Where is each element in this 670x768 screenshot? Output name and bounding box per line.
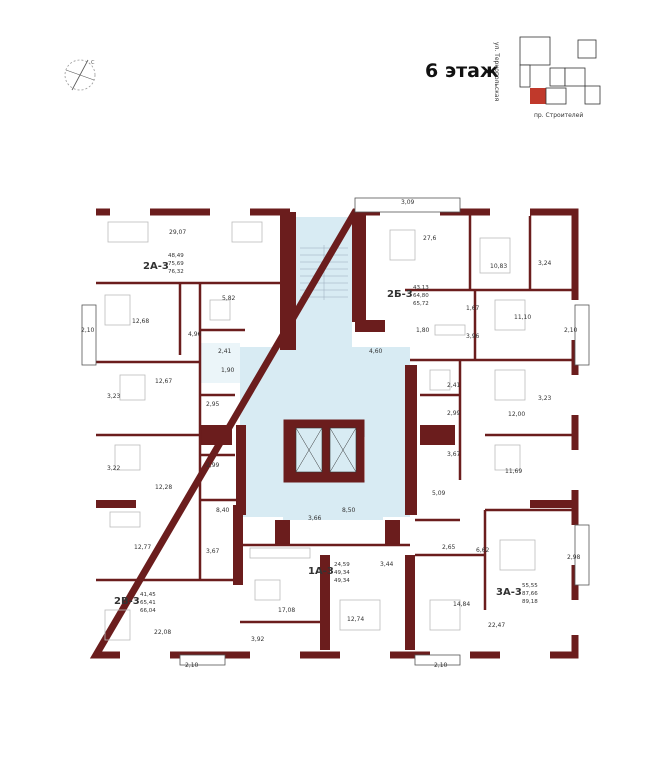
- room-area: 3,92: [251, 636, 265, 643]
- room-area: 1,90: [221, 367, 235, 374]
- room-area: 22,08: [154, 629, 171, 636]
- apartment-area: 55,55: [522, 583, 538, 589]
- apartment-area: 24,59: [334, 562, 350, 568]
- room-area: 22,47: [488, 622, 505, 629]
- room-area: 5,82: [222, 295, 236, 302]
- room-area: 8,40: [216, 507, 230, 514]
- room-area: 2,99: [447, 410, 461, 417]
- apartment-code: 2А-3: [143, 261, 169, 272]
- apartment-area: 64,80: [413, 293, 429, 299]
- room-area: 17,08: [278, 607, 295, 614]
- room-area: 2,10: [434, 662, 448, 669]
- room-area: 1,67: [466, 305, 480, 312]
- room-area: 5,09: [432, 490, 446, 497]
- apartment-area: 49,34: [334, 578, 350, 584]
- street-label-horizontal: пр. Строителей: [534, 112, 584, 119]
- apartment-area: 75,69: [168, 261, 184, 267]
- room-area: 2,10: [564, 327, 578, 334]
- key-plan-highlight: [530, 88, 546, 104]
- apartment-area: 41,45: [140, 592, 156, 598]
- room-area: 6,62: [476, 547, 490, 554]
- room-area: 12,74: [347, 616, 364, 623]
- room-area: 2,41: [218, 348, 232, 355]
- room-area: 8,50: [342, 507, 356, 514]
- room-area: 3,23: [538, 395, 552, 402]
- floor-title: 6 этаж: [425, 60, 499, 82]
- apartment-code: 2В-3: [114, 596, 140, 607]
- apartment-area: 49,34: [334, 570, 350, 576]
- room-area: 4,96: [188, 331, 202, 338]
- apartment-label: 1А-3 24,59 49,34 49,34: [308, 562, 350, 584]
- room-area: 27,6: [423, 235, 437, 242]
- compass-icon: С: [64, 59, 96, 91]
- apartment-label: 2А-3 48,49 75,69 76,32: [143, 253, 184, 275]
- room-area: 3,67: [447, 451, 461, 458]
- room-area: 10,83: [490, 263, 507, 270]
- room-areas: 29,07 3,09 27,6 10,83 3,24 5,82 12,68 4,…: [81, 199, 581, 669]
- elevators: [283, 419, 365, 483]
- apartment-code: 1А-3: [308, 566, 334, 577]
- room-area: 3,09: [401, 199, 415, 206]
- room-area: 3,66: [308, 515, 322, 522]
- apartment-area: 48,49: [168, 253, 184, 259]
- room-area: 2,65: [442, 544, 456, 551]
- partition-walls: [96, 212, 575, 624]
- room-area: 11,10: [514, 314, 531, 321]
- apartment-area: 66,04: [140, 608, 156, 614]
- room-area: 2,99: [206, 462, 220, 469]
- apartment-area: 87,66: [522, 591, 538, 597]
- street-label-vertical: ул. Тернопольская: [493, 42, 500, 102]
- apartment-area: 89,18: [522, 599, 538, 605]
- apartment-area: 65,41: [140, 600, 156, 606]
- room-area: 12,28: [155, 484, 172, 491]
- furniture: [104, 221, 536, 641]
- key-plan: [519, 36, 601, 105]
- apartment-code: 2Б-3: [387, 289, 413, 300]
- room-area: 29,07: [169, 229, 186, 236]
- room-area: 14,84: [453, 601, 470, 608]
- room-area: 2,10: [81, 327, 95, 334]
- room-area: 2,41: [447, 382, 461, 389]
- room-area: 11,69: [505, 468, 522, 475]
- room-area: 4,60: [369, 348, 383, 355]
- room-area: 3,22: [107, 465, 121, 472]
- room-area: 3,23: [107, 393, 121, 400]
- room-area: 12,67: [155, 378, 172, 385]
- apartment-area: 65,72: [413, 301, 429, 307]
- apartment-label: 2Б-3 43,13 64,80 65,72: [387, 285, 429, 307]
- room-area: 2,10: [185, 662, 199, 669]
- room-area: 12,00: [508, 411, 525, 418]
- room-area: 3,44: [380, 561, 394, 568]
- apartment-area: 43,13: [413, 285, 429, 291]
- apartment-code: 3А-3: [496, 587, 522, 598]
- room-area: 3,96: [466, 333, 480, 340]
- core-walls: [96, 212, 575, 650]
- apartment-label: 2В-3 41,45 65,41 66,04: [114, 592, 156, 614]
- room-area: 2,95: [206, 401, 220, 408]
- room-area: 1,80: [416, 327, 430, 334]
- room-area: 2,98: [567, 554, 581, 561]
- room-area: 12,77: [134, 544, 151, 551]
- room-area: 3,24: [538, 260, 552, 267]
- room-area: 3,67: [206, 548, 220, 555]
- svg-text:С: С: [91, 60, 95, 66]
- balconies: [81, 197, 590, 666]
- apartment-area: 76,32: [168, 269, 184, 275]
- room-area: 12,68: [132, 318, 149, 325]
- apartment-label: 3А-3 55,55 87,66 89,18: [496, 583, 538, 605]
